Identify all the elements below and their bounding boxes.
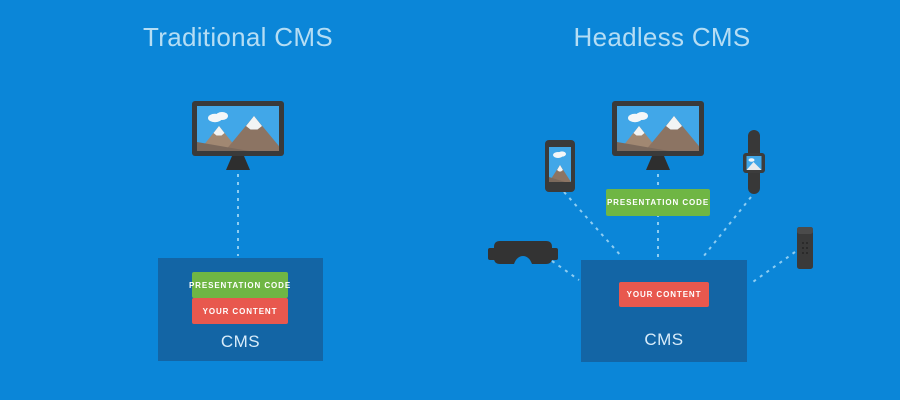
your-content-badge: YOUR CONTENT <box>192 298 288 324</box>
your-content-badge: YOUR CONTENT <box>619 282 709 307</box>
right-panel-title: Headless CMS <box>573 22 751 52</box>
smart-speaker-icon <box>797 227 813 274</box>
cms-label: CMS <box>220 332 261 351</box>
presentation-code-badge: PRESENTATION CODE <box>606 189 710 216</box>
vr-goggles-icon <box>488 241 558 272</box>
left-panel-title: Traditional CMS <box>143 22 333 52</box>
headless-cms-box: YOUR CONTENT CMS <box>581 260 747 362</box>
monitor-icon <box>612 101 704 178</box>
connector-speaker <box>749 251 796 285</box>
smartphone-icon <box>545 140 575 197</box>
traditional-cms-box: PRESENTATION CODE YOUR CONTENT CMS <box>158 258 323 361</box>
monitor-icon <box>192 101 284 178</box>
connector-goggles <box>551 260 580 281</box>
cms-label: CMS <box>644 330 684 349</box>
connector-watch <box>702 196 752 258</box>
smartwatch-icon <box>742 130 766 199</box>
presentation-code-badge: PRESENTATION CODE <box>189 272 290 298</box>
connector-phone <box>563 191 623 258</box>
